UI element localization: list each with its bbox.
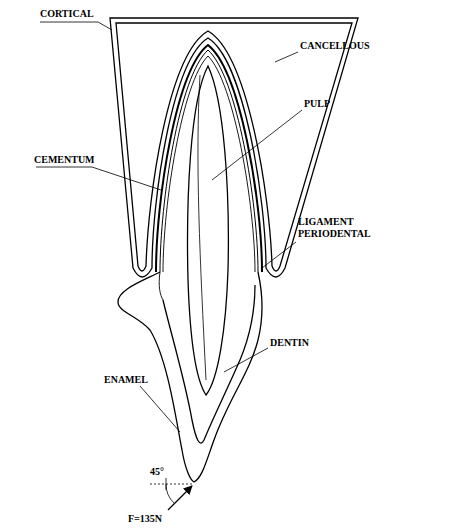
pulp-outline (188, 66, 229, 395)
pulp-canal-line (198, 75, 206, 380)
region-label: CANCELLOUS (300, 40, 369, 52)
part-label: DENTIN (270, 337, 309, 349)
leader-line (262, 242, 296, 268)
angle-label: 45° (150, 466, 164, 478)
force-label: F=135N (128, 513, 162, 525)
part-label: ENAMEL (104, 374, 148, 386)
cementum-line (159, 272, 163, 300)
leader-line (275, 52, 298, 62)
ligament-line (160, 50, 258, 272)
angle-arc (166, 484, 174, 503)
cementum-line (163, 56, 255, 272)
force-arrow (168, 486, 192, 510)
leader-line (140, 386, 180, 432)
tick (166, 478, 167, 490)
leader-line (40, 22, 112, 30)
leader-line (212, 110, 302, 180)
part-label: LIGAMENT PERIODENTAL (298, 216, 380, 240)
part-label: CEMENTUM (34, 154, 95, 166)
ligament-line (156, 45, 262, 272)
part-label: PULP (304, 98, 330, 110)
dentin-outline (163, 285, 255, 443)
reference-line (150, 484, 192, 485)
region-label: CORTICAL (40, 8, 94, 20)
leader-line (36, 167, 161, 190)
leader-line (224, 348, 268, 372)
